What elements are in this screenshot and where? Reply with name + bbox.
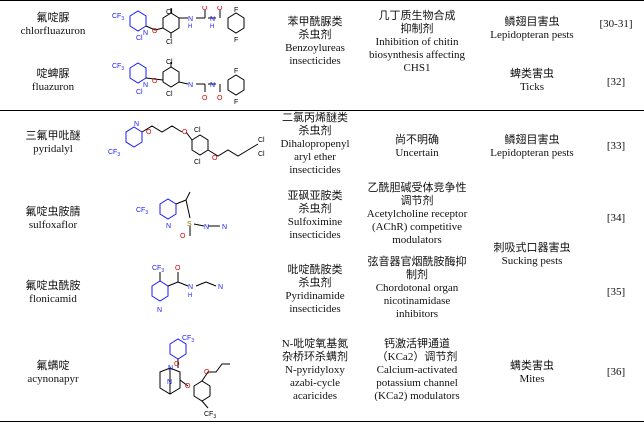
svg-text:Cl: Cl: [166, 59, 173, 66]
svg-text:H: H: [188, 293, 192, 299]
table-row: 氟啶虫酰胺 flonicamid CF3 N O N H N 吡啶酰胺类杀虫剂 …: [0, 256, 644, 332]
ref-cell: [35]: [606, 286, 626, 298]
atom-label: O: [152, 28, 158, 35]
svg-text:Cl: Cl: [258, 151, 265, 158]
atom-label: O: [202, 6, 208, 12]
svg-text:F: F: [234, 99, 238, 106]
atom-label: N: [188, 16, 193, 23]
compound-name: 氟啶虫胺腈 sulfoxaflor: [25, 206, 81, 231]
top-rule: [0, 0, 644, 1]
svg-text:O: O: [174, 361, 180, 368]
svg-text:O: O: [185, 383, 191, 390]
svg-text:N: N: [210, 82, 215, 89]
table-row: 氟螨啶 acynonapyr CF3 N O N O O CF3 N-吡啶氧基氮…: [0, 335, 644, 420]
ref-cell: [30-31]: [599, 18, 633, 30]
svg-text:Cl: Cl: [258, 137, 265, 144]
svg-text:N: N: [168, 365, 173, 372]
svg-text:N: N: [134, 121, 139, 128]
moa-cell: 乙酰胆碱受体竞争性调节剂 Acetylcholine receptor(AChR…: [366, 182, 468, 246]
svg-text:CF3: CF3: [136, 207, 148, 216]
svg-text:O: O: [152, 78, 158, 85]
structure-chlorfluazuron: CF3 N Cl O Cl Cl N H O N H O F F: [112, 6, 245, 46]
compound-name: 氟啶脲 chlorfluazuron: [0, 12, 106, 38]
atom-label: N: [210, 16, 215, 23]
name-en: chlorfluazuron: [20, 25, 86, 37]
compound-name: 氟啶虫酰胺 flonicamid: [25, 280, 81, 305]
compound-name: 啶蜱脲 fluazuron: [31, 68, 75, 93]
section-divider: [0, 110, 644, 111]
ref-cell: [32]: [606, 76, 626, 88]
structure-pyridalyl: CF3 N O O Cl Cl O Cl Cl: [108, 121, 265, 166]
svg-text:O: O: [180, 233, 186, 240]
svg-text:N: N: [167, 379, 172, 386]
compound-name: 三氟甲吡醚 pyridalyl: [25, 130, 81, 155]
atom-label: N: [143, 30, 148, 37]
svg-text:N: N: [143, 82, 148, 89]
svg-text:N: N: [222, 224, 227, 231]
atom-label: H: [210, 24, 214, 30]
ref-cell: [33]: [606, 140, 626, 152]
svg-text:Cl: Cl: [136, 89, 143, 96]
atom-label: H: [188, 24, 192, 30]
structure-fluazuron: CF3 N Cl O Cl Cl N N O O F F: [112, 59, 245, 106]
table-row: 氟啶脲 chlorfluazuron CF3 N Cl O Cl Cl N H …: [0, 6, 644, 74]
atom-label: O: [217, 6, 223, 12]
ref-cell: [34]: [606, 212, 626, 224]
bottom-rule: [0, 421, 644, 422]
svg-text:N: N: [218, 284, 223, 291]
atom-label: Cl: [136, 35, 143, 42]
atom-label: F: [234, 7, 238, 14]
svg-text:Cl: Cl: [166, 91, 173, 98]
svg-text:N: N: [204, 224, 209, 231]
svg-text:Cl: Cl: [194, 159, 201, 166]
table-row: 三氟甲吡醚 pyridalyl CF3 N O O Cl Cl O Cl Cl …: [0, 112, 644, 178]
atom-label: CF3: [112, 13, 124, 22]
atom-label: Cl: [166, 39, 173, 46]
svg-text:CF3: CF3: [152, 265, 164, 274]
compound-name: 氟螨啶 acynonapyr: [27, 360, 79, 385]
structure-sulfoxaflor: CF3 N S O N N: [136, 191, 227, 240]
svg-text:O: O: [217, 95, 223, 102]
svg-text:S: S: [187, 221, 192, 228]
svg-text:Cl: Cl: [194, 127, 201, 134]
svg-text:N: N: [166, 223, 171, 230]
atom-label: F: [234, 37, 238, 44]
structure-acynonapyr: CF3 N O N O O CF3: [159, 335, 230, 420]
table-row: 氟啶虫胺腈 sulfoxaflor CF3 N S O N N 亚砜亚胺类杀虫剂…: [0, 182, 644, 254]
svg-text:N: N: [188, 284, 193, 291]
svg-text:CF3: CF3: [204, 411, 216, 420]
ref-cell: [36]: [606, 366, 626, 378]
svg-text:CF3: CF3: [108, 149, 120, 158]
atom-label: Cl: [166, 9, 173, 16]
svg-text:CF3: CF3: [112, 63, 124, 72]
svg-text:O: O: [202, 95, 208, 102]
svg-text:N: N: [188, 82, 193, 89]
svg-text:N: N: [157, 307, 162, 314]
svg-text:O: O: [146, 129, 152, 136]
svg-text:F: F: [234, 68, 238, 75]
svg-text:CF3: CF3: [182, 335, 194, 344]
svg-text:O: O: [204, 369, 210, 376]
svg-text:O: O: [212, 155, 218, 162]
svg-text:O: O: [175, 265, 181, 272]
name-cn: 氟啶脲: [36, 12, 70, 24]
svg-text:O: O: [182, 129, 188, 136]
structure-flonicamid: CF3 N O N H N: [151, 265, 223, 314]
table-row: 啶蜱脲 fluazuron CF3 N Cl O Cl Cl N N O O F…: [0, 58, 644, 108]
